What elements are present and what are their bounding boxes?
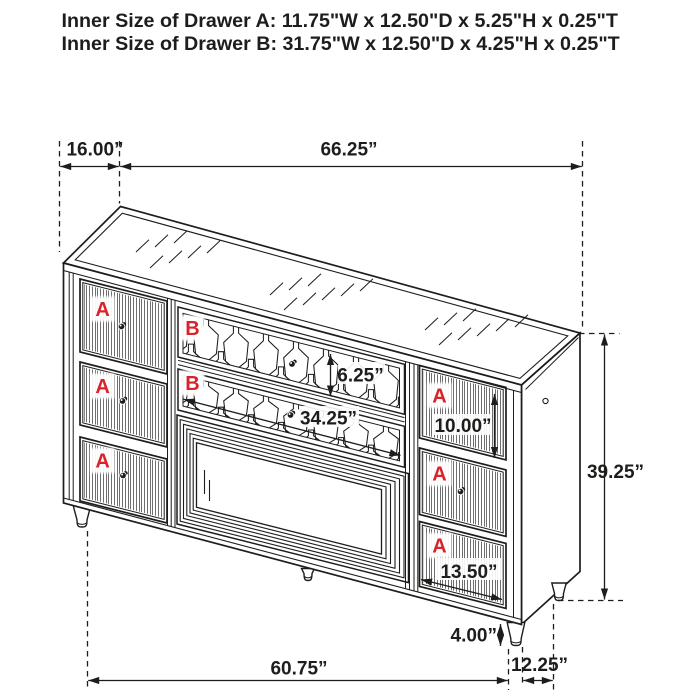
svg-text:66.25”: 66.25” — [320, 140, 377, 161]
svg-text:4.00”: 4.00” — [451, 626, 497, 647]
svg-text:A: A — [95, 376, 109, 398]
svg-text:A: A — [432, 464, 446, 486]
svg-text:A: A — [432, 386, 446, 408]
svg-text:13.50”: 13.50” — [440, 562, 497, 583]
svg-text:A: A — [95, 451, 109, 473]
svg-text:16.00”: 16.00” — [66, 140, 123, 161]
svg-text:39.25”: 39.25” — [587, 462, 644, 483]
svg-text:60.75”: 60.75” — [270, 659, 327, 680]
svg-text:6.25”: 6.25” — [337, 366, 383, 387]
svg-text:34.25”: 34.25” — [300, 409, 357, 430]
svg-text:B: B — [185, 318, 199, 340]
svg-text:Inner Size of Drawer B: 31.75": Inner Size of Drawer B: 31.75"W x 12.50"… — [62, 33, 620, 55]
svg-text:12.25”: 12.25” — [511, 655, 568, 676]
svg-text:A: A — [432, 536, 446, 558]
svg-text:B: B — [185, 373, 199, 395]
svg-text:A: A — [95, 299, 109, 321]
svg-text:Inner Size of Drawer A: 11.75": Inner Size of Drawer A: 11.75"W x 12.50"… — [62, 10, 618, 32]
svg-text:10.00”: 10.00” — [434, 416, 491, 437]
